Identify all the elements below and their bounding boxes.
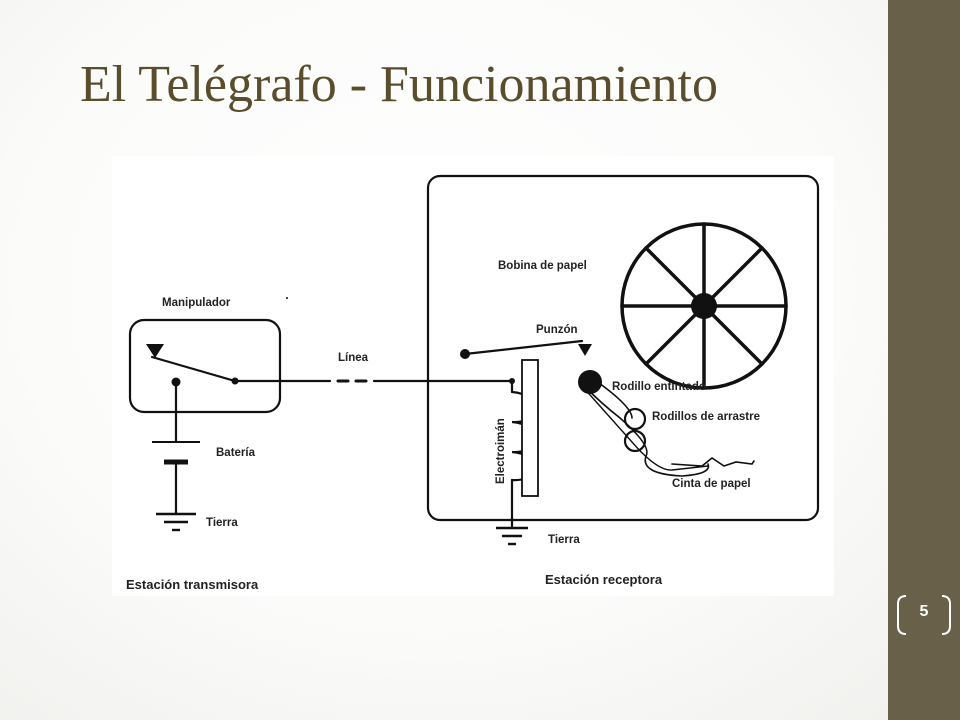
- punzon-pivot: [460, 349, 470, 359]
- receiver-box: [426, 174, 820, 522]
- page-number: 5: [919, 603, 929, 620]
- label-punzon: Punzón: [536, 324, 578, 336]
- label-bateria: Batería: [216, 447, 256, 459]
- label-bobina: Bobina de papel: [498, 260, 587, 272]
- key-lever: [150, 355, 237, 383]
- label-tierra-receptora: Tierra: [548, 534, 580, 546]
- drag-roller-bottom: [623, 429, 647, 453]
- page-number-brackets: [897, 595, 951, 635]
- side-bar: [888, 0, 960, 720]
- electromagnet-core: [521, 359, 539, 497]
- label-estacion-receptora: Estación receptora: [545, 572, 663, 587]
- label-estacion-transmisora: Estación transmisora: [126, 577, 259, 592]
- reel-hub: [691, 293, 717, 319]
- line-junction: [509, 378, 515, 384]
- stray-dot: [286, 297, 288, 299]
- slide-title: El Telégrafo - Funcionamiento: [80, 56, 718, 113]
- label-rodillo-entintado: Rodillo entintado: [612, 381, 706, 393]
- label-linea: Línea: [338, 352, 369, 364]
- punzon-tip: [578, 344, 592, 356]
- paper-path: [581, 383, 710, 477]
- telegraph-diagram-svg: Manipulador Línea Batería Tierra Estació…: [126, 174, 820, 592]
- label-cinta: Cinta de papel: [672, 478, 751, 490]
- label-rodillos-arrastre: Rodillos de arrastre: [652, 411, 760, 423]
- drag-roller-top: [623, 407, 647, 431]
- punzon-arm: [463, 339, 584, 356]
- transmitter-ground-symbol: [156, 512, 196, 532]
- key-contact: [171, 377, 181, 387]
- label-manipulador: Manipulador: [162, 297, 231, 309]
- label-electroiman: Electroimán: [495, 418, 507, 484]
- label-tierra-transmisora: Tierra: [206, 517, 238, 529]
- transmitter-box: [128, 318, 282, 414]
- paper-tape: [671, 457, 755, 467]
- receiver-ground-symbol: [496, 526, 528, 546]
- telegraph-diagram: Manipulador Línea Batería Tierra Estació…: [112, 156, 834, 596]
- ink-roller: [578, 370, 602, 394]
- key-pivot: [231, 377, 239, 385]
- key-knob: [146, 344, 164, 358]
- page-number-badge: 5: [888, 590, 960, 650]
